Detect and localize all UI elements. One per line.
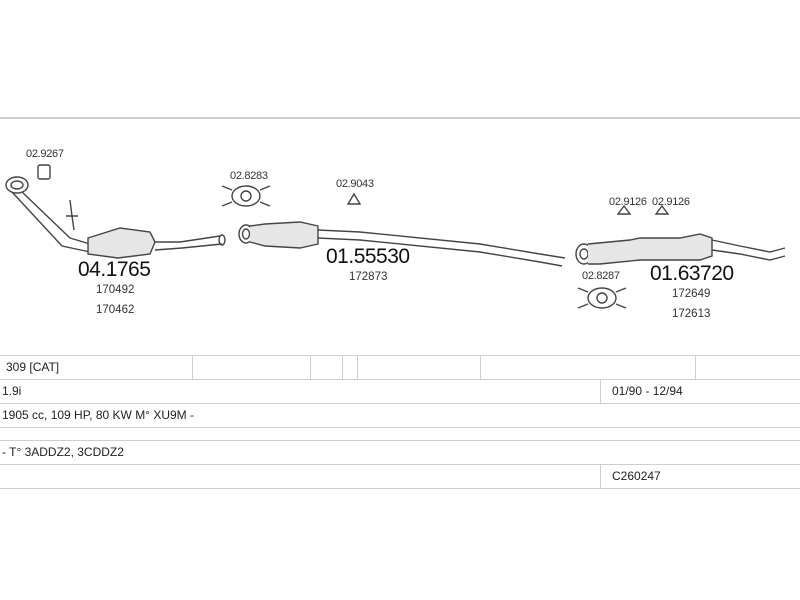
part-code-middle-hanger: 02.8283 xyxy=(230,170,268,182)
part-code-middle-silencer: 01.55530 xyxy=(326,245,410,268)
part-code-rear-hanger: 02.8287 xyxy=(582,270,620,282)
divider xyxy=(695,356,696,379)
front-pipe-catalyst-drawing xyxy=(5,164,226,259)
middle-pipe-drawing xyxy=(221,185,566,267)
divider xyxy=(600,380,601,403)
divider xyxy=(310,356,311,379)
engine-cell: 1.9i xyxy=(2,384,22,398)
part-code-rear-silencer: 01.63720 xyxy=(650,262,734,285)
table-row-engine: 1.9i 01/90 - 12/94 xyxy=(0,380,800,404)
catalyst-ref-1: 170492 xyxy=(96,284,135,296)
rear-silencer-drawing xyxy=(575,204,786,309)
catalog-cell: C260247 xyxy=(612,469,661,483)
specs-cell: 1905 cc, 109 HP, 80 KW M° XU9M - xyxy=(2,408,194,422)
divider xyxy=(342,356,343,379)
years-cell: 01/90 - 12/94 xyxy=(612,384,683,398)
table-row-types: - T° 3ADDZ2, 3CDDZ2 xyxy=(0,441,800,465)
rear-silencer-ref-2: 172613 xyxy=(672,308,711,320)
part-code-rear-mount-1: 02.9126 xyxy=(609,196,647,208)
vehicle-info-table: 309 [CAT] 1.9i 01/90 - 12/94 1905 cc, 10… xyxy=(0,355,800,489)
rear-silencer-ref-1: 172649 xyxy=(672,288,711,300)
table-row-catalog: C260247 xyxy=(0,465,800,489)
exhaust-diagram xyxy=(5,164,786,309)
divider xyxy=(480,356,481,379)
part-code-rear-mount-2: 02.9126 xyxy=(652,196,690,208)
part-code-middle-mount: 02.9043 xyxy=(336,178,374,190)
table-row-model: 309 [CAT] xyxy=(0,355,800,380)
model-cell: 309 [CAT] xyxy=(6,360,60,374)
top-rule xyxy=(0,117,800,119)
divider xyxy=(600,465,601,488)
types-cell: - T° 3ADDZ2, 3CDDZ2 xyxy=(2,445,124,459)
catalyst-ref-2: 170462 xyxy=(96,304,135,316)
table-row-spacer xyxy=(0,428,800,441)
middle-silencer-ref: 172873 xyxy=(349,271,388,283)
divider xyxy=(357,356,358,379)
table-row-specs: 1905 cc, 109 HP, 80 KW M° XU9M - xyxy=(0,404,800,428)
part-code-clamp: 02.9267 xyxy=(26,148,64,160)
divider xyxy=(192,356,193,379)
part-code-catalyst: 04.1765 xyxy=(78,258,151,281)
